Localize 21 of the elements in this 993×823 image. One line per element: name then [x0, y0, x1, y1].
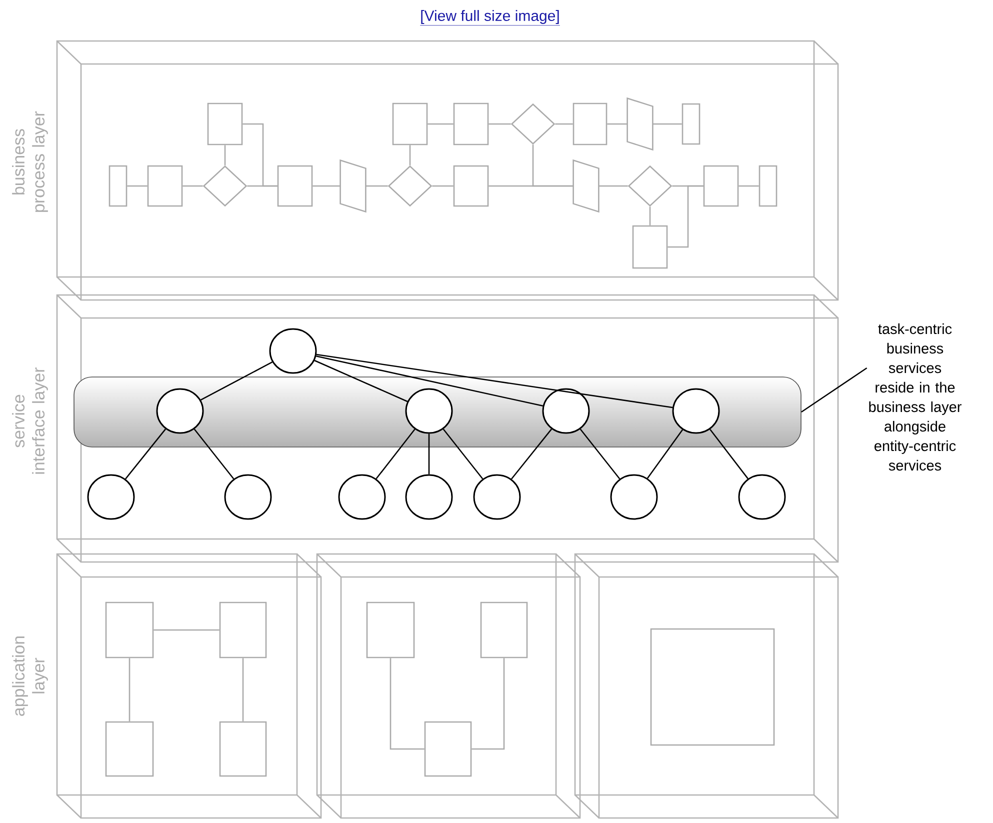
process-box [366, 602, 415, 658]
process-box [105, 721, 154, 777]
process-box [480, 602, 528, 658]
annotation-text: task-centric business services reside in the business layer alongside entity-centric services [869, 323, 962, 471]
connector-line [472, 658, 505, 750]
process-box [650, 628, 775, 746]
connector-line [390, 658, 424, 750]
cube-drawing [316, 553, 581, 819]
layer-label: business process layer [12, 111, 48, 212]
process-box [424, 721, 472, 777]
cube-drawing [56, 553, 322, 819]
connector-line [154, 629, 220, 631]
view-image-link: [View full size image] [420, 10, 560, 26]
process-box [219, 602, 267, 658]
layer-label: service interface layer [12, 367, 48, 474]
connector-line [242, 658, 244, 722]
layer-label: application layer [12, 636, 48, 716]
connector-line [128, 658, 130, 722]
cube-drawing [574, 553, 839, 819]
process-box [105, 602, 154, 658]
process-box [219, 721, 267, 777]
